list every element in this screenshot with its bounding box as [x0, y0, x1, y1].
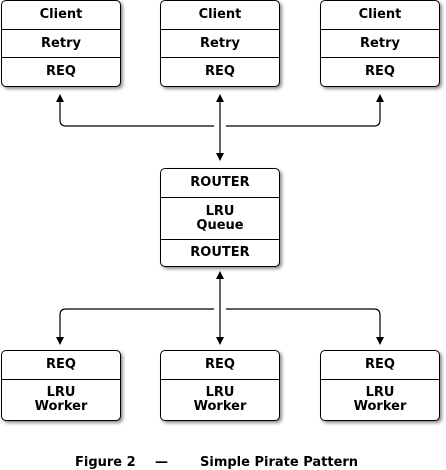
client-label: Client	[39, 7, 83, 22]
worker-3-box: REQ LRU Worker	[320, 350, 440, 421]
frontend-router-label: ROUTER	[190, 175, 250, 190]
req-socket-label: REQ	[365, 357, 395, 372]
client-label: Client	[358, 7, 402, 22]
client-3-box: Client Retry REQ	[320, 0, 440, 87]
client-2-box: Client Retry REQ	[160, 0, 280, 87]
req-socket-label: REQ	[46, 357, 76, 372]
lru-queue-label: LRU Queue	[161, 197, 279, 239]
retry-label: Retry	[321, 29, 439, 57]
caption-dash: —	[155, 455, 168, 470]
req-socket-label: REQ	[205, 357, 235, 372]
req-socket-label: REQ	[161, 57, 279, 86]
retry-label: Retry	[161, 29, 279, 57]
backend-router-label: ROUTER	[161, 239, 279, 266]
req-socket-label: REQ	[321, 57, 439, 86]
lru-worker-label: LRU Worker	[161, 379, 279, 420]
worker-3-link	[226, 308, 384, 345]
req-socket-label: REQ	[2, 57, 120, 86]
client-1-box: Client Retry REQ	[1, 0, 121, 87]
lru-worker-label: LRU Worker	[321, 379, 439, 420]
client-3-link	[226, 94, 384, 127]
lru-worker-label: LRU Worker	[2, 379, 120, 420]
worker-2-box: REQ LRU Worker	[160, 350, 280, 421]
broker-box: ROUTER LRU Queue ROUTER	[160, 168, 280, 267]
figure-number: Figure 2	[75, 455, 136, 470]
retry-label: Retry	[2, 29, 120, 57]
worker-1-box: REQ LRU Worker	[1, 350, 121, 421]
worker-1-link	[56, 308, 214, 345]
client-label: Client	[198, 7, 242, 22]
figure-title: Simple Pirate Pattern	[200, 455, 359, 470]
client-1-link	[56, 94, 214, 127]
